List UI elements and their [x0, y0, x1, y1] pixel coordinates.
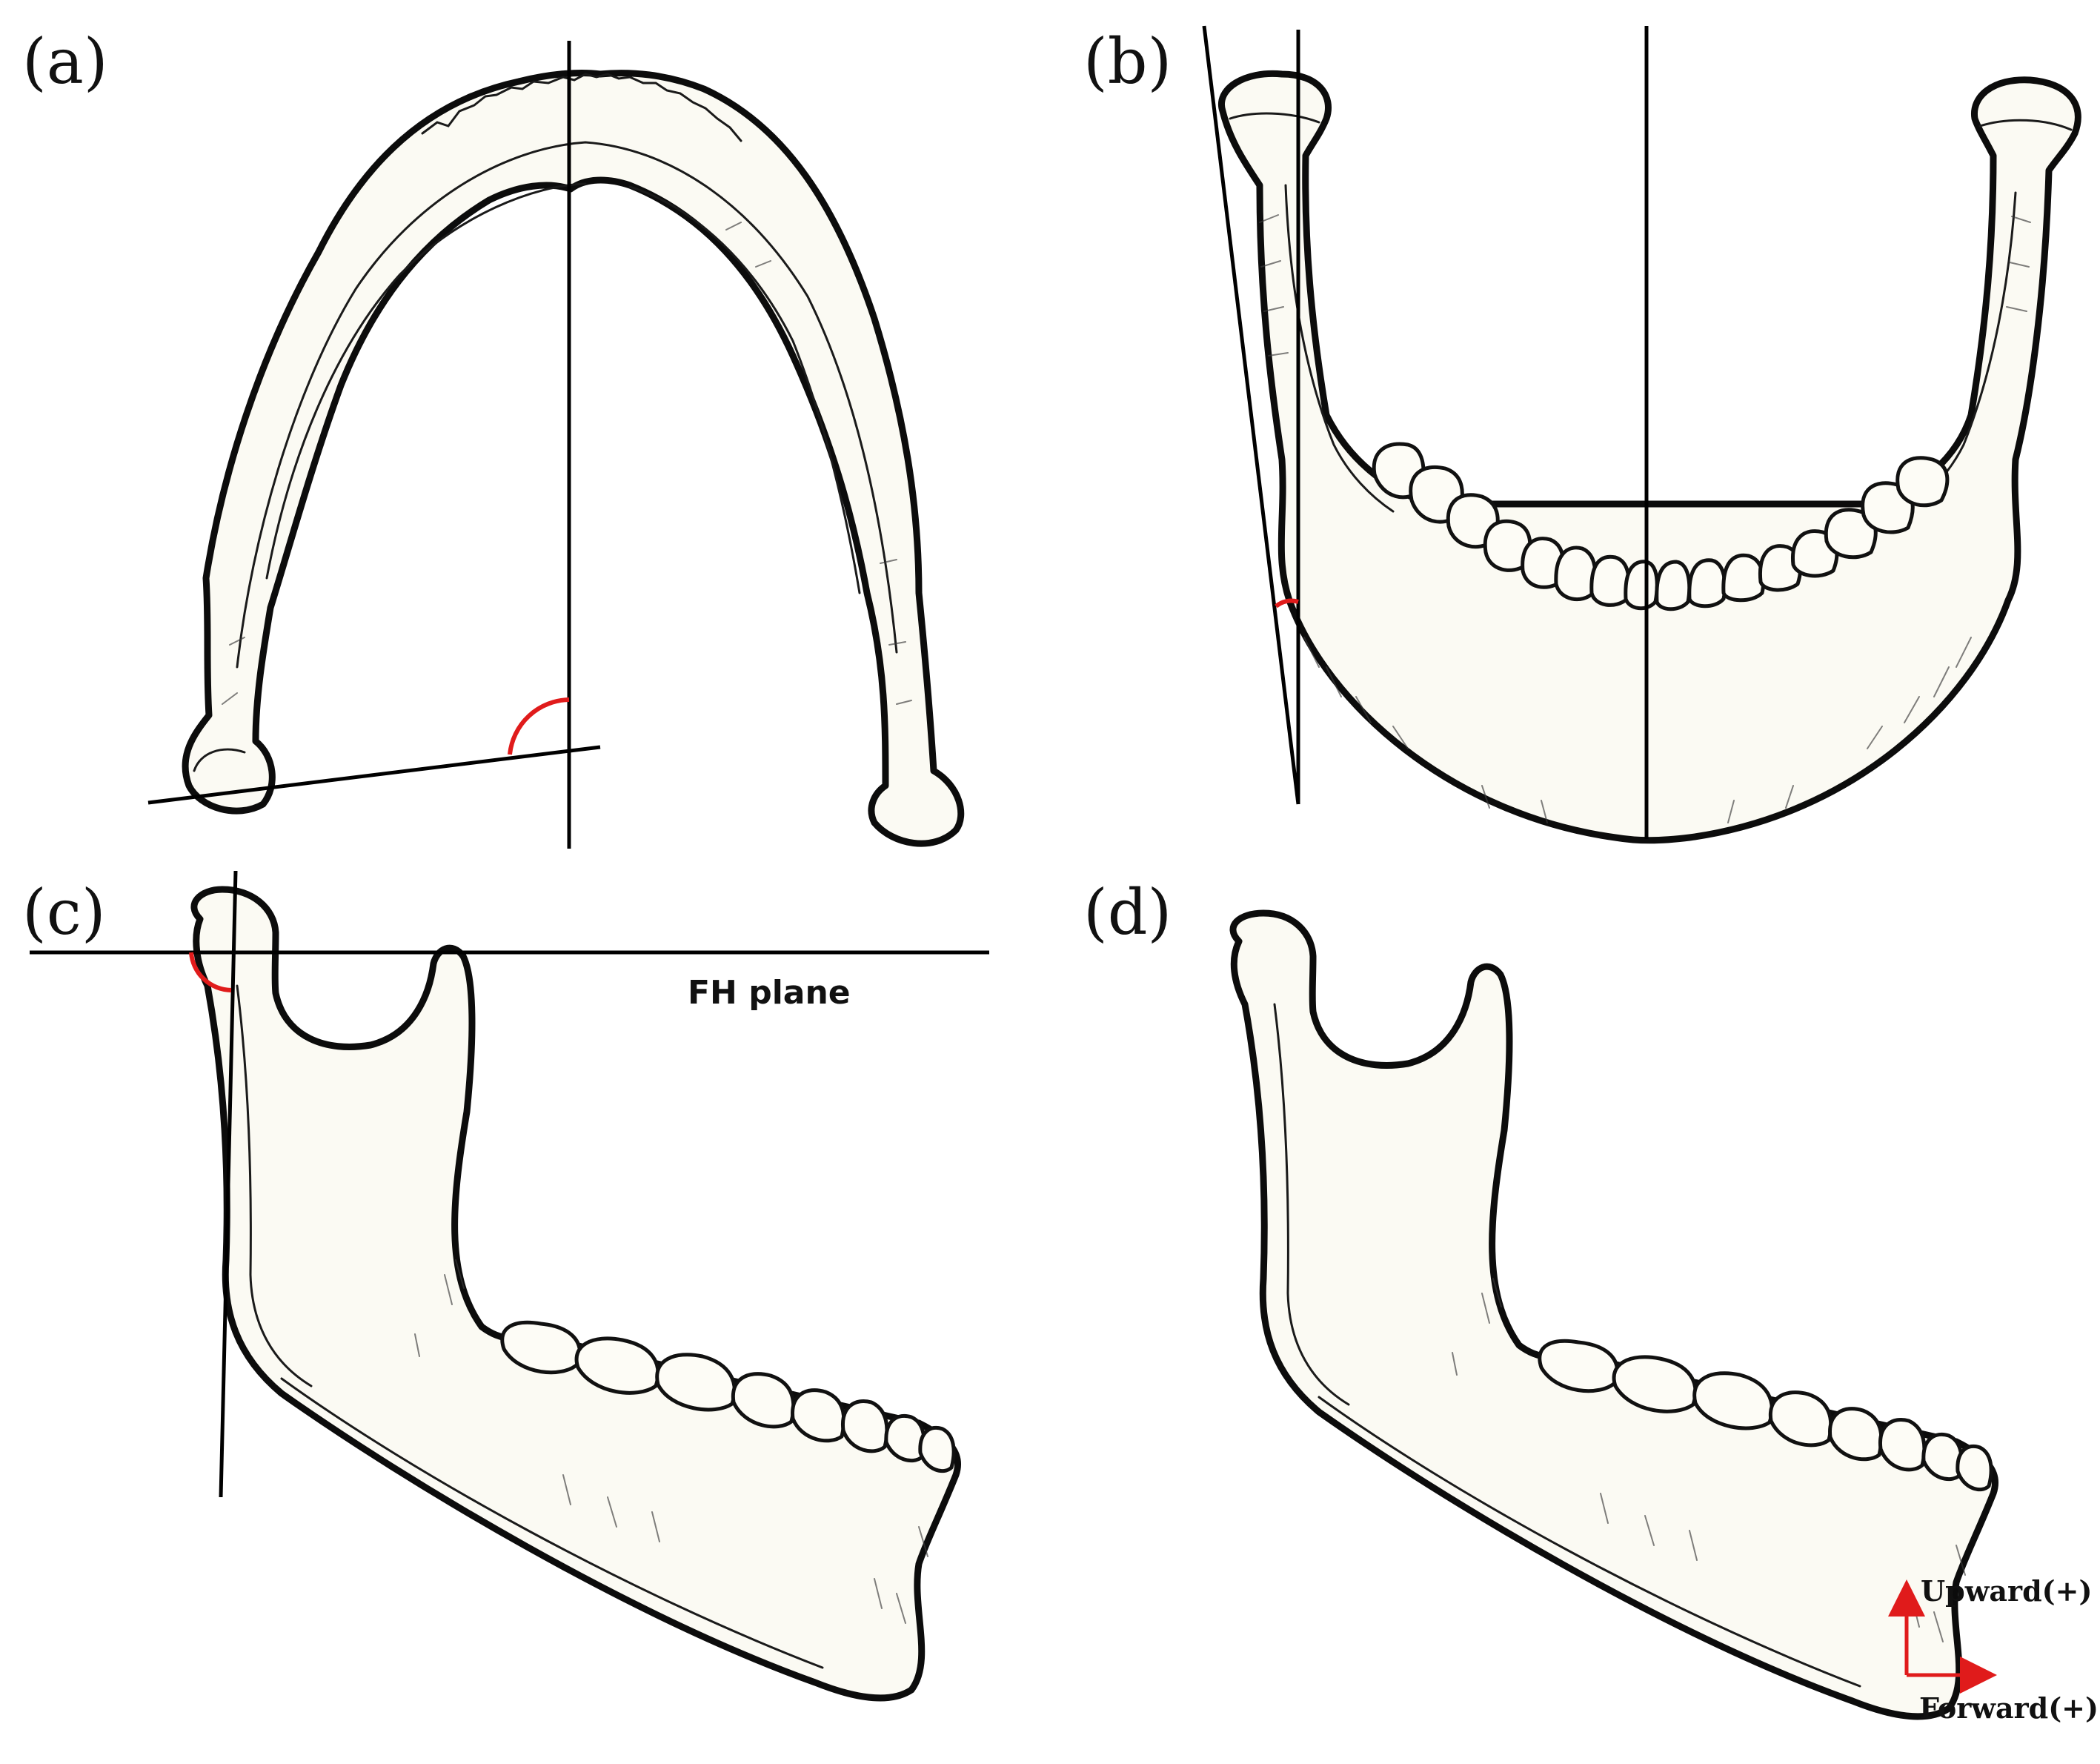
panel-c-angle-mark [189, 952, 232, 992]
left-condyle-outline [193, 748, 246, 772]
panel-b-ramus-tangent-line [1202, 25, 1300, 805]
tooth-incisor-l2 [1589, 554, 1631, 607]
upward-label: Upward(+) [1921, 1574, 2092, 1608]
left-ramus-contour [1284, 184, 1395, 513]
forward-label: Forward(+) [1919, 1691, 2099, 1725]
panel-a-angle-mark [508, 697, 570, 755]
mandible-superior-view [182, 69, 965, 847]
tooth-c-incisor-1 [918, 1425, 956, 1473]
panel-c: (c) FH plane [22, 870, 989, 1702]
tooth-c-molar-1 [655, 1353, 737, 1412]
tooth-canine-r [1721, 553, 1766, 603]
tooth-d-incisor-1 [1956, 1444, 1993, 1492]
mandible-arch-outline [182, 69, 965, 847]
right-condyle-cap [1978, 119, 2073, 131]
tooth-c-premolar-1 [791, 1388, 846, 1443]
tooth-incisor-r2 [1687, 558, 1727, 609]
tooth-incisor-r1 [1655, 560, 1692, 611]
lower-teeth-row [1372, 442, 1950, 611]
arch-hatching [222, 222, 912, 705]
tooth-c-molar-2 [574, 1336, 660, 1395]
mandible-lateral-view-d [1229, 909, 1999, 1720]
arch-mylohyoid-line-right [628, 185, 861, 594]
tooth-premolar-l2 [1483, 519, 1532, 572]
tooth-d-canine [1878, 1418, 1927, 1472]
panel-d: (d) Upward(+) Forward(+) [1083, 876, 2099, 1725]
alveolar-crest [421, 73, 742, 142]
tooth-d-premolar-2 [1768, 1390, 1833, 1448]
tooth-d-molar-3 [1538, 1339, 1620, 1393]
ramus-posterior-contour-c [236, 984, 313, 1387]
tooth-d-premolar-1 [1828, 1407, 1884, 1462]
panel-a: (a) [22, 25, 965, 849]
tooth-c-canine [841, 1399, 889, 1453]
fh-plane-label: FH plane [688, 974, 851, 1012]
arch-mylohyoid-line [265, 182, 587, 580]
panel-c-label: (c) [22, 876, 106, 949]
mandible-frontal-outline [1218, 70, 2081, 844]
tooth-canine-l [1554, 546, 1598, 601]
left-condyle-cap [1229, 112, 1320, 124]
panel-a-condylar-line [147, 745, 601, 805]
mandible-lateral-outline-d [1229, 909, 1999, 1720]
panel-b-angle-mark [1275, 598, 1299, 609]
frontal-hatching [1259, 214, 2031, 823]
panel-c-ramus-line [219, 870, 238, 1498]
arch-inner-contour [236, 141, 898, 669]
lateral-teeth-d [1538, 1339, 1993, 1492]
panel-a-label: (a) [22, 25, 108, 98]
tooth-incisor-l1 [1624, 560, 1659, 611]
tooth-c-incisor-2 [884, 1413, 926, 1463]
panel-b: (b) [1083, 25, 2081, 844]
body-inferior-contour-c [280, 1377, 824, 1669]
tooth-molar-r3 [1895, 456, 1950, 508]
mandible-frontal-view [1218, 70, 2081, 844]
tooth-d-incisor-2 [1921, 1432, 1964, 1482]
ramus-posterior-contour-d [1273, 1003, 1350, 1406]
tooth-c-molar-3 [500, 1320, 582, 1375]
lateral-teeth-c [500, 1320, 956, 1473]
panel-b-label: (b) [1083, 25, 1172, 98]
mandible-lateral-view-c [190, 886, 962, 1702]
tooth-c-premolar-2 [731, 1372, 796, 1429]
tooth-d-molar-2 [1612, 1355, 1698, 1413]
tooth-d-molar-1 [1692, 1371, 1774, 1430]
body-inferior-contour-d [1318, 1396, 1861, 1688]
panel-d-label: (d) [1083, 876, 1172, 949]
lateral-hatching-c [414, 1259, 928, 1624]
